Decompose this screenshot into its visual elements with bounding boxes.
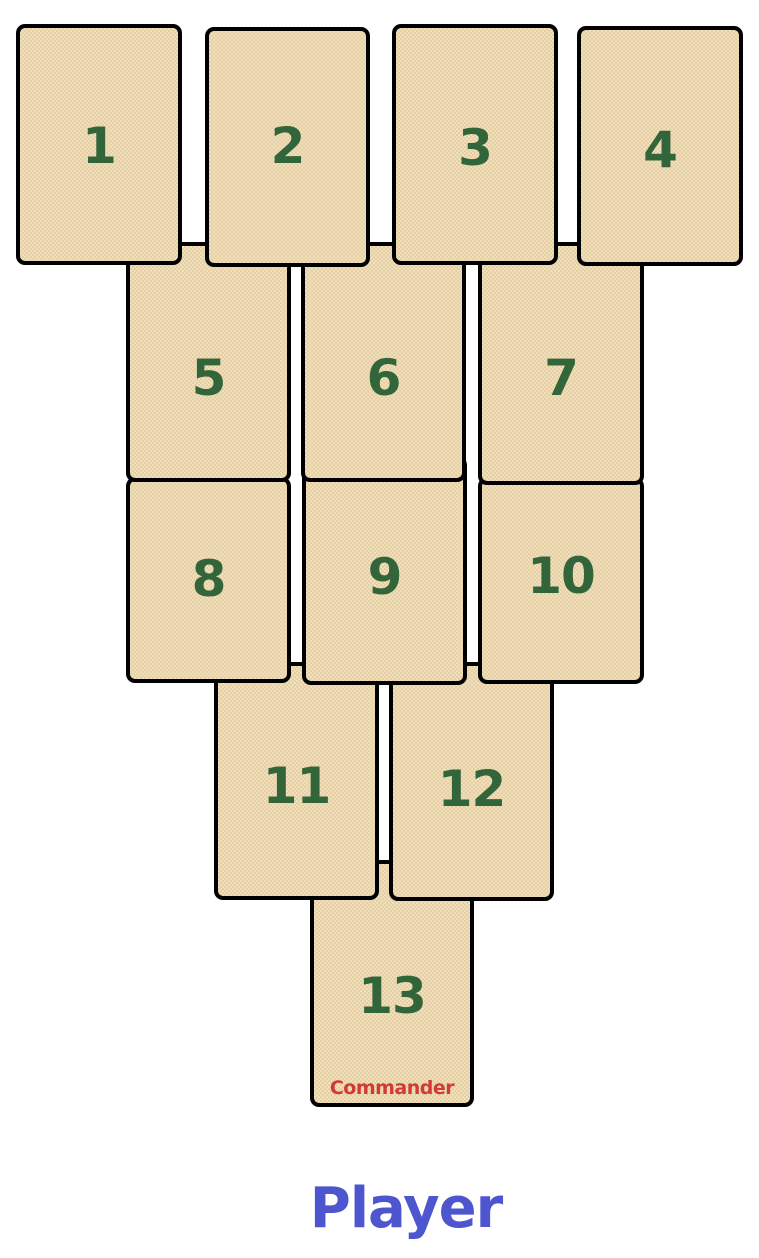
card-slot-3[interactable]: 3 bbox=[392, 24, 558, 265]
card-slot-5[interactable]: 5 bbox=[126, 242, 291, 482]
card-number: 13 bbox=[358, 967, 427, 1025]
card-number: 12 bbox=[437, 760, 507, 818]
card-number: 7 bbox=[544, 349, 579, 407]
card-number: 2 bbox=[270, 117, 306, 175]
card-slot-11[interactable]: 11 bbox=[214, 662, 379, 900]
card-number: 8 bbox=[191, 550, 227, 608]
card-number: 1 bbox=[82, 117, 117, 175]
card-slot-8[interactable]: 8 bbox=[126, 477, 291, 683]
card-number: 4 bbox=[643, 121, 678, 179]
card-slot-7[interactable]: 7 bbox=[478, 242, 644, 485]
commander-label: Commander bbox=[329, 1077, 455, 1099]
card-number: 10 bbox=[527, 547, 596, 605]
player-label: Player bbox=[309, 1176, 503, 1241]
card-slot-4[interactable]: 4 bbox=[577, 26, 743, 266]
card-number: 5 bbox=[191, 349, 227, 407]
card-number: 9 bbox=[367, 548, 403, 606]
card-number: 3 bbox=[458, 119, 493, 177]
card-slot-2[interactable]: 2 bbox=[205, 27, 370, 267]
card-slot-1[interactable]: 1 bbox=[16, 24, 182, 265]
card-slot-9[interactable]: 9 bbox=[302, 456, 467, 685]
card-slot-12[interactable]: 12 bbox=[389, 662, 554, 901]
card-slot-13[interactable]: 13 Commander bbox=[310, 860, 474, 1107]
card-slot-10[interactable]: 10 bbox=[478, 477, 644, 684]
card-number: 6 bbox=[366, 349, 402, 407]
card-slot-6[interactable]: 6 bbox=[301, 242, 466, 482]
card-number: 11 bbox=[262, 757, 332, 815]
